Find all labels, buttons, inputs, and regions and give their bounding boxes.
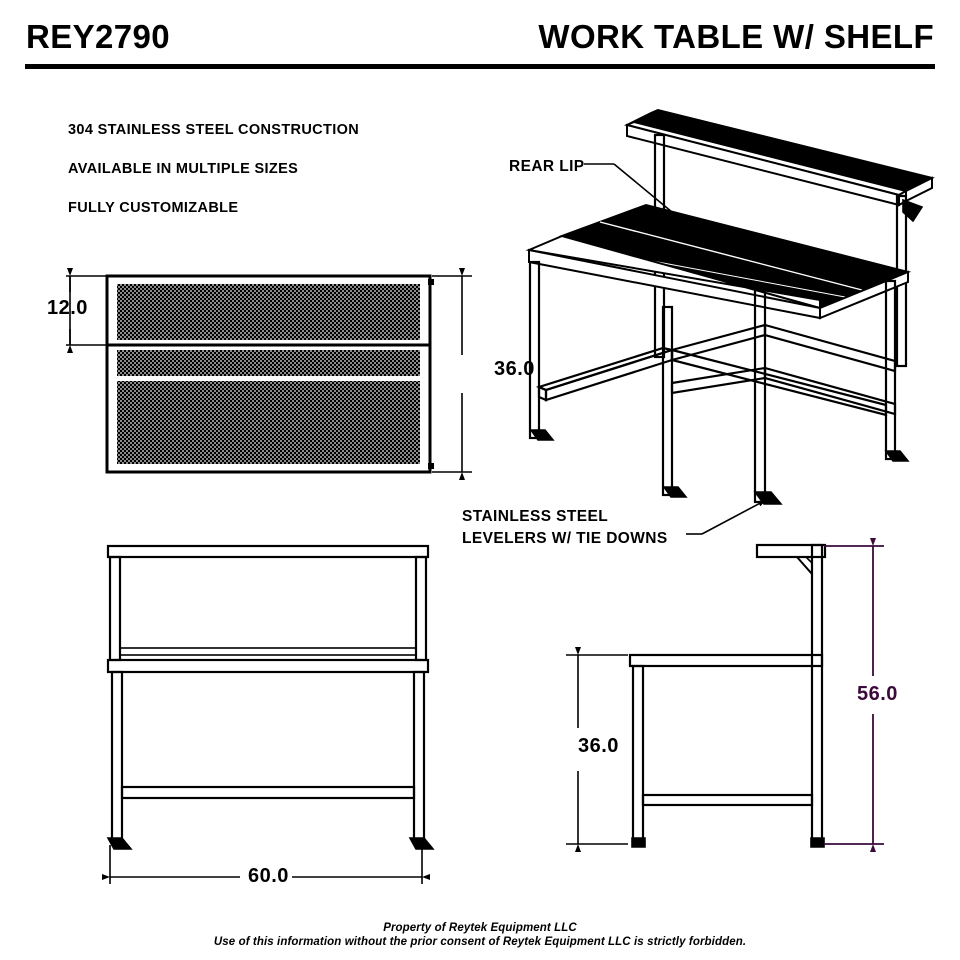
front-elevation-view [106,544,435,850]
dimension-label-overall-height: 56.0 [857,683,898,705]
dimension-60 [102,845,430,884]
callout-levelers-line1: STAINLESS STEEL [462,508,609,525]
callout-levelers-line2: LEVELERS W/ TIE DOWNS [462,530,668,547]
feature-item-2: FULLY CUSTOMIZABLE [68,200,239,216]
part-number-title: REY2790 [26,18,171,55]
dimension-36-side [566,647,628,852]
dimension-12 [66,268,110,353]
footer-line-2: Use of this information without the prio… [213,936,747,948]
dimension-56 [824,538,884,852]
dimension-label-overall-depth: 36.0 [494,358,535,380]
dimension-36-top [432,268,472,480]
rear-lip-leader [584,163,679,218]
callout-rear-lip: REAR LIP [509,158,585,175]
dimension-label-work-height: 36.0 [578,735,619,757]
drawing-title: WORK TABLE W/ SHELF [538,18,934,55]
feature-item-0: 304 STAINLESS STEEL CONSTRUCTION [68,122,360,138]
footer-line-1: Property of Reytek Equipment LLC [383,922,577,934]
top-view [105,274,434,474]
header-divider [25,64,935,69]
feature-item-1: AVAILABLE IN MULTIPLE SIZES [68,161,299,177]
isometric-view [525,108,935,505]
dimension-label-shelf-depth: 12.0 [47,297,88,319]
dimension-label-width: 60.0 [248,865,289,887]
levelers-leader [686,499,767,535]
side-elevation-view [628,543,827,848]
